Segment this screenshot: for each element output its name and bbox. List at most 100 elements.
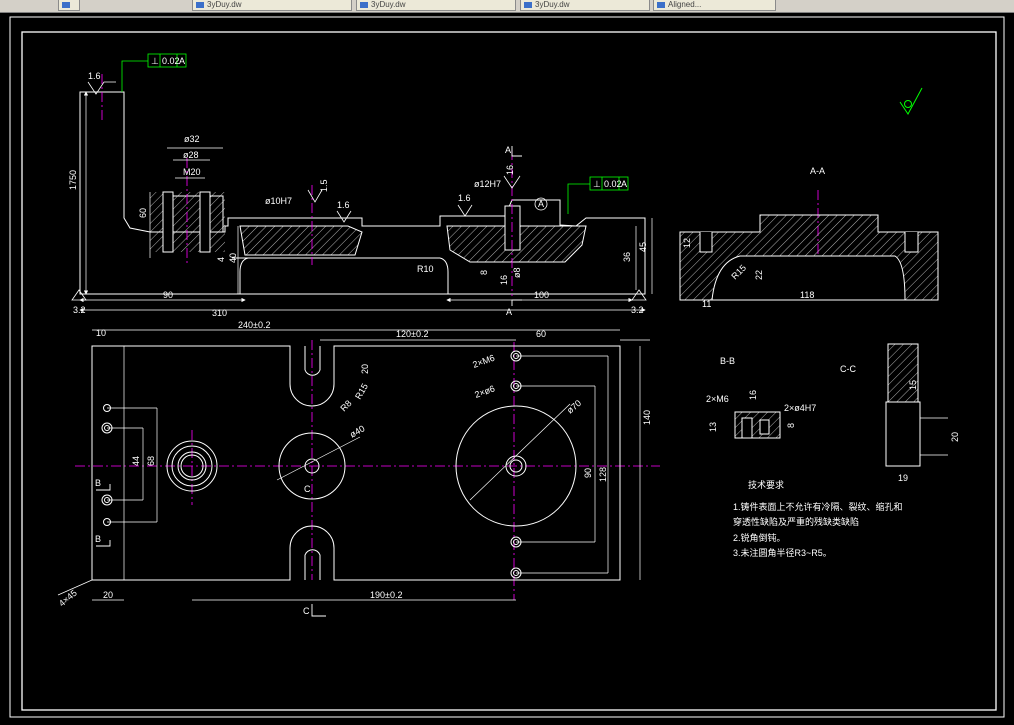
section-aa-dim-22: 22 [754, 270, 764, 280]
dim-60: 60 [138, 208, 148, 218]
dim-m20: M20 [183, 167, 201, 177]
dim-2xm6: 2×M6 [471, 353, 496, 370]
tolerance-datum-2: A [621, 179, 627, 189]
dim-4x45: 4×45 [57, 588, 79, 609]
dim-roughness-1-6: 1.6 [88, 71, 101, 81]
section-bb-dim-13: 13 [708, 422, 718, 432]
dim-44: 44 [131, 456, 141, 466]
dim-10: 10 [96, 328, 106, 338]
dim-128: 128 [598, 467, 608, 482]
dim-dia-70: ø70 [565, 398, 583, 416]
dim-20-bottom: 20 [103, 590, 113, 600]
tech-req-line-2: 穿透性缺陷及严重的残缺类缺陷 [733, 516, 859, 527]
section-aa-dim-12: 12 [682, 238, 692, 248]
tolerance-symbol: ⊥ [151, 56, 159, 66]
dim-8: 8 [479, 270, 489, 275]
top-view [91, 345, 621, 581]
section-cc-dim-20: 20 [950, 432, 960, 442]
tab-drawing-1[interactable]: 3yDuy.dw [192, 0, 352, 11]
front-hatch-middle [239, 225, 363, 256]
dim-36: 36 [622, 252, 632, 262]
tolerance-frame-top [121, 53, 187, 92]
outer-border [9, 16, 1005, 718]
cad-drawing-canvas[interactable]: 1.6 1750 60 ø32 ø28 M20 ø10H7 1.5 1.6 4 … [0, 12, 1014, 725]
dim-100: 100 [534, 290, 549, 300]
tab-drawing-2[interactable]: 3yDuy.dw [356, 0, 516, 11]
drawing-file-icon [524, 2, 532, 8]
roughness-3-2-left: 3.2 [73, 305, 86, 315]
tolerance-datum: A [179, 56, 185, 66]
dim-40: 40 [228, 253, 238, 263]
roughness-16: 16 [505, 165, 515, 175]
dim-240: 240±0.2 [238, 320, 270, 330]
dim-dia-12h7: ø12H7 [474, 179, 501, 189]
dim-r10: R10 [417, 264, 434, 274]
tab-home[interactable] [58, 0, 80, 11]
dim-r15-top: R15 [353, 382, 370, 401]
dim-2xd6: 2×ø6 [473, 383, 496, 399]
app-icon [62, 2, 70, 8]
tab-drawing-4[interactable]: Aligned... [653, 0, 776, 11]
tab-drawing-3[interactable]: 3yDuy.dw [520, 0, 650, 11]
section-c-marker-2: C [303, 606, 310, 616]
section-aa-title: A-A [810, 166, 825, 176]
dim-16: 16 [499, 275, 509, 285]
tolerance-value: 0.02 [162, 56, 180, 66]
section-aa-dim-118: 118 [800, 290, 814, 300]
dim-120: 120±0.2 [396, 329, 428, 339]
datum-a-label: A [538, 199, 544, 209]
dim-190: 190±0.2 [370, 590, 402, 600]
top-view-outline [91, 345, 621, 581]
front-view [79, 91, 646, 295]
inner-frame [21, 31, 997, 711]
tech-req-line-4: 3.未注圆角半径R3~R5。 [733, 547, 832, 558]
roughness-1-5: 1.5 [319, 179, 329, 192]
dim-140: 140 [642, 410, 652, 425]
tolerance-symbol-2: ⊥ [593, 179, 601, 189]
section-c-marker-1: C [304, 484, 311, 494]
drawing-file-icon [657, 2, 665, 8]
dim-dia-8: ø8 [512, 267, 522, 278]
front-hatch-boss [150, 192, 225, 252]
section-cc-title: C-C [840, 364, 856, 374]
section-aa-view [679, 214, 939, 301]
boss-outer-circle [166, 440, 218, 492]
section-bb-title: B-B [720, 356, 735, 366]
tech-req-line-3: 2.锐角倒钝。 [733, 532, 786, 543]
dim-1750: 1750 [68, 170, 78, 190]
section-cc-view [885, 343, 948, 467]
dim-60-top: 60 [536, 329, 546, 339]
dim-dia-28: ø28 [183, 150, 199, 160]
drawing-file-icon [196, 2, 204, 8]
dim-90: 90 [163, 290, 173, 300]
section-b-marker-2: B [95, 534, 101, 544]
top-dimension-text: 10 240±0.2 120±0.2 60 20 R15 R8 ø40 2×M6… [57, 320, 652, 616]
front-dimension-text: 1.6 1750 60 ø32 ø28 M20 ø10H7 1.5 1.6 4 … [68, 71, 648, 318]
dim-4: 4 [216, 257, 226, 262]
dim-dia-32: ø32 [184, 134, 200, 144]
roughness-symbols [71, 81, 647, 301]
roughness-1-6-mid: 1.6 [337, 200, 350, 210]
dim-310: 310 [212, 308, 227, 318]
dim-45: 45 [638, 242, 648, 252]
section-b-marker-1: B [95, 478, 101, 488]
section-bb-dim-2xm6: 2×M6 [706, 394, 729, 404]
roughness-1-6-right: 1.6 [458, 193, 471, 203]
tolerance-value-2: 0.02 [604, 179, 622, 189]
dim-dia-40: ø40 [348, 423, 366, 439]
tech-req-title: 技术要求 [748, 479, 784, 490]
roughness-3-2-right: 3.2 [631, 305, 644, 315]
section-cc-dim-19: 19 [898, 473, 908, 483]
dim-r8: R8 [338, 398, 353, 413]
tolerance-frame-right [567, 176, 629, 214]
section-bb-view [734, 411, 781, 439]
section-cc-dim-15: 15 [908, 380, 918, 390]
tech-req-line-1: 1.铸件表面上不允许有冷隔、裂纹、缩孔和 [733, 501, 903, 512]
section-bb-dim-2xd4h7: 2×ø4H7 [784, 403, 816, 413]
dim-dia-10h7: ø10H7 [265, 196, 292, 206]
section-aa-dim-11: 11 [702, 299, 711, 309]
drawing-file-icon [360, 2, 368, 8]
section-a-marker: A [506, 307, 512, 317]
section-a-top-marker: A [505, 145, 511, 155]
general-finish-symbol [899, 87, 923, 115]
